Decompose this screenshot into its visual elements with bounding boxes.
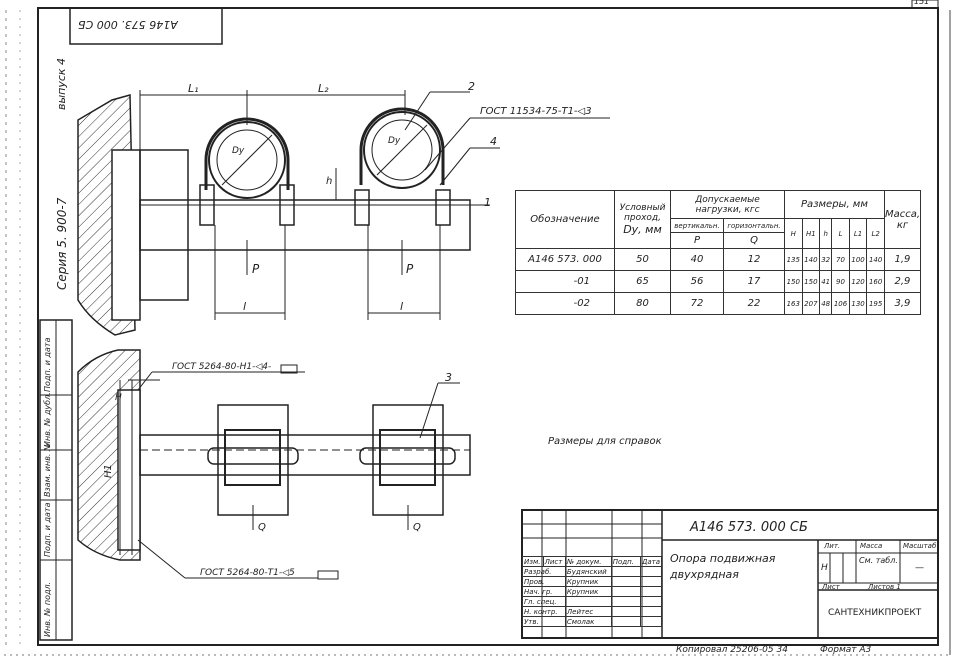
side-stamp-5: Инв. № подл. — [43, 581, 52, 637]
th-col-H: H — [784, 218, 803, 249]
pipe-right — [363, 111, 441, 189]
copied-by: Копировал 25206-05 34 — [676, 645, 788, 655]
th-col-L: L — [831, 218, 850, 249]
title-name-line1: Опора подвижная — [670, 552, 776, 565]
th-horiz: горизонтальн. — [723, 218, 785, 233]
th-designation: Обозначение — [515, 190, 615, 249]
dim-l1: L₁ — [188, 82, 199, 95]
dim-H1: H1 — [103, 464, 114, 478]
beam-top — [139, 199, 471, 251]
th-col-H1: H1 — [801, 218, 821, 249]
dy-right: Dу — [388, 136, 401, 146]
load-p-right: P — [406, 262, 414, 276]
title-code: А146 573. 000 СБ — [690, 520, 808, 535]
mass-label: Масса — [860, 542, 883, 550]
lit-value: Н — [821, 563, 828, 573]
load-q-left: Q — [258, 522, 266, 533]
table-row: Утв.Смолак — [522, 616, 663, 627]
callout-3: 3 — [445, 371, 452, 384]
sheet-code-top: А146 573. 000 СБ — [78, 18, 178, 31]
dim-l-left: l — [243, 300, 247, 313]
th-passage: Условный проход,Dу, мм — [614, 190, 671, 249]
load-q-right: Q — [413, 522, 421, 533]
gost-bot: ГОСТ 5264-80-Т1-◁5 — [200, 568, 295, 578]
dy-left: Dу — [232, 146, 245, 156]
dimensions-table: Обозначение Условный проход,Dу, мм Допус… — [515, 190, 922, 315]
issue-label: выпуск 4 — [55, 57, 68, 110]
organization: САНТЕХНИКПРОЕКТ — [828, 608, 922, 618]
table-row: Гл. спец. — [522, 596, 663, 607]
dimensions-note: Размеры для справок — [548, 436, 662, 447]
dim-h: h — [326, 176, 333, 187]
sheets-label: Листов 1 — [868, 583, 901, 591]
sheet-corner-number: 151 — [914, 0, 930, 6]
dim-l-right: l — [400, 300, 404, 313]
table-row: Разраб.Будянский — [522, 566, 663, 577]
mass-value: См. табл. — [859, 556, 898, 565]
th-sizes: Размеры, мм — [784, 190, 885, 219]
callout-1: 1 — [484, 196, 491, 209]
scale-value: — — [915, 563, 924, 573]
th-col-L2: L2 — [866, 218, 885, 249]
side-stamp-3: Взам. инв. № — [43, 442, 52, 497]
callout-4: 4 — [490, 135, 497, 148]
table-row: -02 80 72 22 163 207 48 106 130 195 3,9 — [515, 292, 922, 315]
sheet-format: Формат А3 — [820, 645, 872, 655]
th-mass: Масса, кг — [883, 190, 922, 249]
title-block-frame — [521, 509, 939, 639]
side-stamp-2: Инв. № дубл. — [43, 392, 52, 447]
th-P: P — [670, 232, 724, 249]
side-stamp-1: Подп. и дата — [43, 337, 52, 393]
sheet-frame — [37, 7, 939, 646]
title-name-line2: двухрядная — [670, 568, 739, 581]
table-row: Пров.Крупник — [522, 576, 663, 587]
beam-bottom — [139, 434, 471, 476]
gost-mid: ГОСТ 5264-80-Н1-◁4- — [172, 362, 272, 372]
load-p-left: P — [252, 262, 260, 276]
th-col-L1: L1 — [848, 218, 868, 249]
table-row: Н. контр.Лейтес — [522, 606, 663, 617]
side-stamp-4: Подп. и дата — [43, 502, 52, 558]
lit-label: Лит. — [824, 542, 841, 550]
table-row: -01 65 56 17 150 150 41 90 120 160 2,9 — [515, 270, 922, 293]
dim-l2: L₂ — [318, 82, 329, 95]
th-vert: вертикальн. — [670, 218, 724, 233]
table-row: Изм. Лист № докум. Подп. Дата — [522, 556, 663, 567]
scale-label: Масштаб — [903, 542, 937, 550]
gost-top: ГОСТ 11534-75-Т1-◁3 — [480, 106, 592, 117]
th-loads: Допускаемые нагрузки, кгс — [670, 190, 785, 219]
series-label: Серия 5. 900-7 — [55, 197, 69, 290]
signature-table: Изм. Лист № докум. Подп. Дата Разраб.Буд… — [522, 556, 663, 627]
table-row: Нач. гр.Крупник — [522, 586, 663, 597]
bracket-plate — [139, 149, 189, 301]
callout-2: 2 — [468, 80, 475, 93]
dim-H: H — [115, 393, 122, 403]
sheet-label: Лист — [822, 583, 840, 591]
table-row: А146 573. 000 50 40 12 135 140 32 70 100… — [515, 248, 922, 271]
th-Q: Q — [723, 232, 785, 249]
th-col-h: h — [819, 218, 833, 249]
